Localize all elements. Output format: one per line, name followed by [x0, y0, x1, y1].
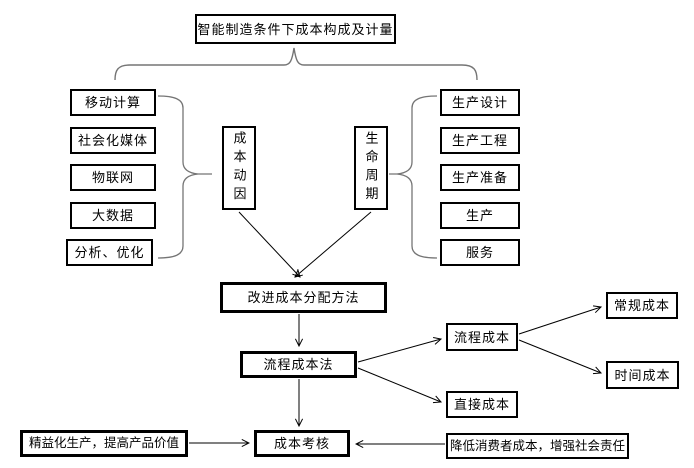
reduce-consumer-cost-box: 降低消费者成本，增强社会责任 — [446, 433, 629, 459]
service-box: 服务 — [440, 239, 520, 266]
time-cost-box: 时间成本 — [606, 361, 679, 389]
arrow-process-to-regular-cost — [518, 307, 601, 335]
top-brace — [114, 47, 478, 81]
cost-assessment-box: 成本考核 — [254, 430, 350, 457]
analysis-optimization-box: 分析、优化 — [66, 239, 153, 266]
process-cost-box: 流程成本 — [446, 323, 518, 351]
production-design-box: 生产设计 — [440, 89, 520, 116]
left-brace — [157, 95, 212, 259]
arrow-lifecycle-to-improve — [295, 211, 372, 277]
arrow-method-to-direct-cost — [357, 367, 441, 402]
production-engineering-box: 生产工程 — [440, 127, 520, 154]
production-preparation-box: 生产准备 — [440, 164, 520, 191]
arrow-method-to-process-cost — [357, 339, 441, 363]
right-brace — [389, 95, 438, 259]
production-box: 生产 — [440, 202, 520, 229]
mobile-computing-box: 移动计算 — [70, 89, 156, 116]
lean-production-box: 精益化生产，提高产品价值 — [20, 430, 188, 457]
process-costing-method-box: 流程成本法 — [240, 351, 357, 378]
improve-cost-allocation-box: 改进成本分配方法 — [220, 282, 387, 313]
lifecycle-box: 生命周期 — [354, 126, 388, 210]
big-data-box: 大数据 — [70, 202, 156, 229]
regular-cost-box: 常规成本 — [606, 292, 678, 319]
title-box: 智能制造条件下成本构成及计量 — [195, 14, 396, 44]
arrow-process-to-time-cost — [518, 339, 601, 373]
iot-box: 物联网 — [70, 164, 156, 191]
social-media-box: 社会化媒体 — [70, 127, 156, 154]
cost-driver-box: 成本动因 — [222, 126, 256, 210]
arrow-cost-driver-to-improve — [238, 211, 300, 277]
direct-cost-box: 直接成本 — [446, 391, 518, 418]
